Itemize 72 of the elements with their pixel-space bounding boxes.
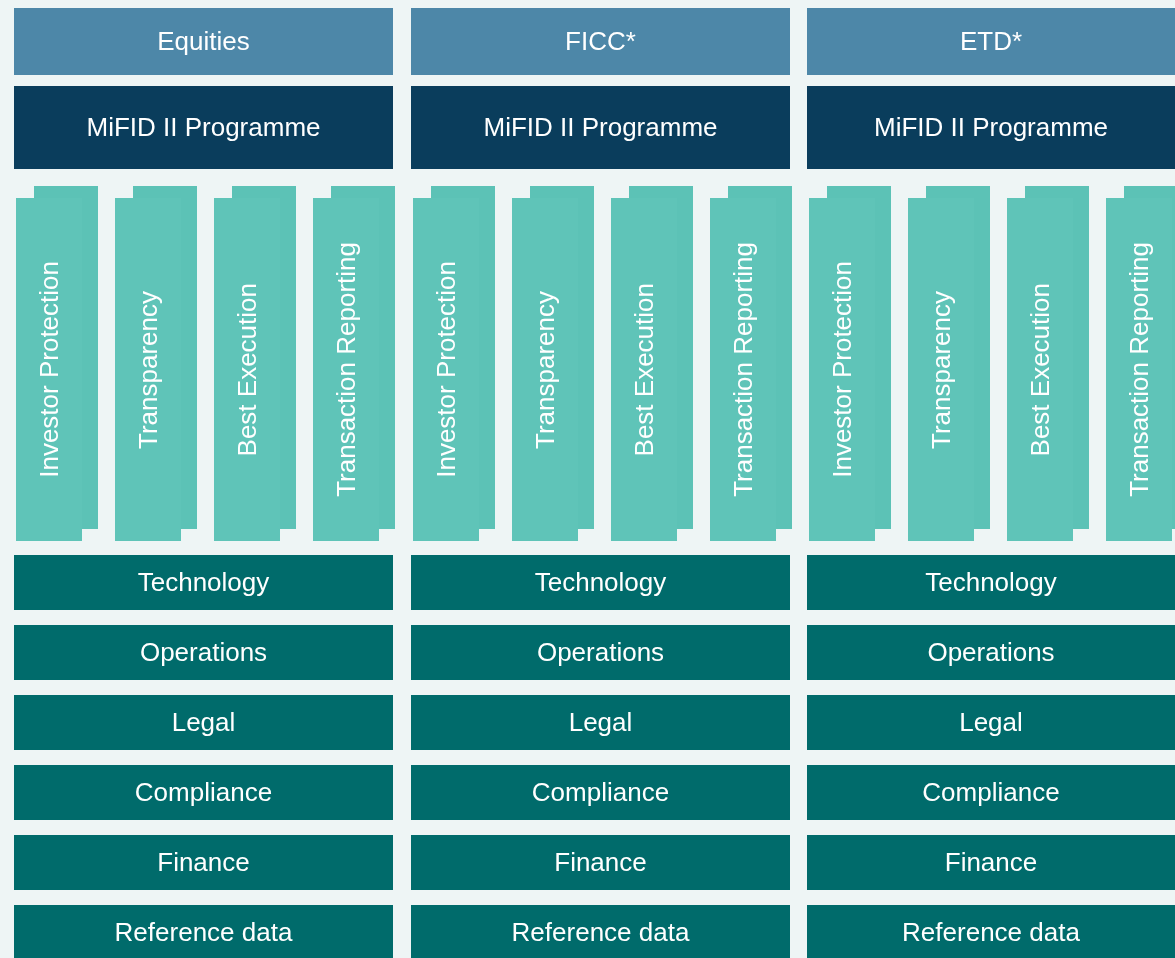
pillar-box xyxy=(1106,186,1175,541)
function-bar xyxy=(14,905,393,958)
function-bar xyxy=(14,555,393,610)
programme-label: MiFID II Programme xyxy=(86,112,321,143)
function-label: Technology xyxy=(925,567,1057,598)
function-bar xyxy=(807,555,1175,610)
pillar-box xyxy=(809,186,891,541)
function-bar xyxy=(807,695,1175,750)
pillar-box xyxy=(512,186,594,541)
pillar-label: Best Execution xyxy=(231,282,263,457)
pillar-label: Transparency xyxy=(925,290,957,449)
function-label: Technology xyxy=(137,567,270,598)
function-label: Compliance xyxy=(922,777,1060,808)
pillar-label: Best Execution xyxy=(628,282,660,457)
function-bar xyxy=(411,905,790,958)
programme-label: MiFID II Programme xyxy=(874,112,1108,143)
function-bar xyxy=(807,905,1175,958)
programme-label: MiFID II Programme xyxy=(483,112,718,143)
pillar-label: Investor Protection xyxy=(430,261,462,478)
category-label: ETD* xyxy=(959,26,1023,57)
function-label: Reference data xyxy=(902,917,1080,948)
function-label: Legal xyxy=(568,707,633,738)
pillar-label: Transaction Reporting xyxy=(330,242,362,497)
function-label: Compliance xyxy=(531,777,670,808)
function-bar xyxy=(14,835,393,890)
category-label: Equities xyxy=(157,26,250,57)
function-bar xyxy=(807,625,1175,680)
pillar-box xyxy=(115,186,197,541)
category-header-box xyxy=(14,8,393,75)
pillar-label: Transparency xyxy=(132,290,164,449)
function-label: Reference data xyxy=(114,917,293,948)
pillar-box xyxy=(214,186,296,541)
function-label: Operations xyxy=(536,637,665,668)
function-bar xyxy=(411,765,790,820)
programme-box xyxy=(807,86,1175,169)
programme-box xyxy=(14,86,393,169)
function-bar xyxy=(14,765,393,820)
function-label: Finance xyxy=(944,847,1038,878)
programme-box xyxy=(411,86,790,169)
pillar-label: Transaction Reporting xyxy=(1123,242,1155,497)
pillar-box xyxy=(313,186,395,541)
function-label: Technology xyxy=(534,567,667,598)
function-bar xyxy=(14,695,393,750)
function-label: Legal xyxy=(171,707,236,738)
category-label: FICC* xyxy=(565,26,636,57)
function-label: Finance xyxy=(157,847,250,878)
function-label: Operations xyxy=(139,637,268,668)
pillar-box xyxy=(413,186,495,541)
pillar-label: Investor Protection xyxy=(826,261,858,478)
function-bar xyxy=(411,625,790,680)
function-bar xyxy=(807,835,1175,890)
pillar-label: Best Execution xyxy=(1024,282,1056,457)
category-header-box xyxy=(807,8,1175,75)
pillar-label: Transparency xyxy=(529,290,561,449)
function-label: Reference data xyxy=(511,917,690,948)
function-bar xyxy=(14,625,393,680)
function-label: Finance xyxy=(554,847,647,878)
pillar-label: Investor Protection xyxy=(33,261,65,478)
pillar-box xyxy=(1007,186,1089,541)
function-bar xyxy=(807,765,1175,820)
pillar-label: Transaction Reporting xyxy=(727,242,759,497)
function-label: Legal xyxy=(959,707,1023,738)
function-label: Operations xyxy=(927,637,1055,668)
pillar-box xyxy=(611,186,693,541)
pillar-box xyxy=(16,186,98,541)
pillar-box xyxy=(710,186,792,541)
function-label: Compliance xyxy=(134,777,273,808)
function-bar xyxy=(411,555,790,610)
function-bar xyxy=(411,695,790,750)
function-bar xyxy=(411,835,790,890)
category-header-box xyxy=(411,8,790,75)
pillar-box xyxy=(908,186,990,541)
